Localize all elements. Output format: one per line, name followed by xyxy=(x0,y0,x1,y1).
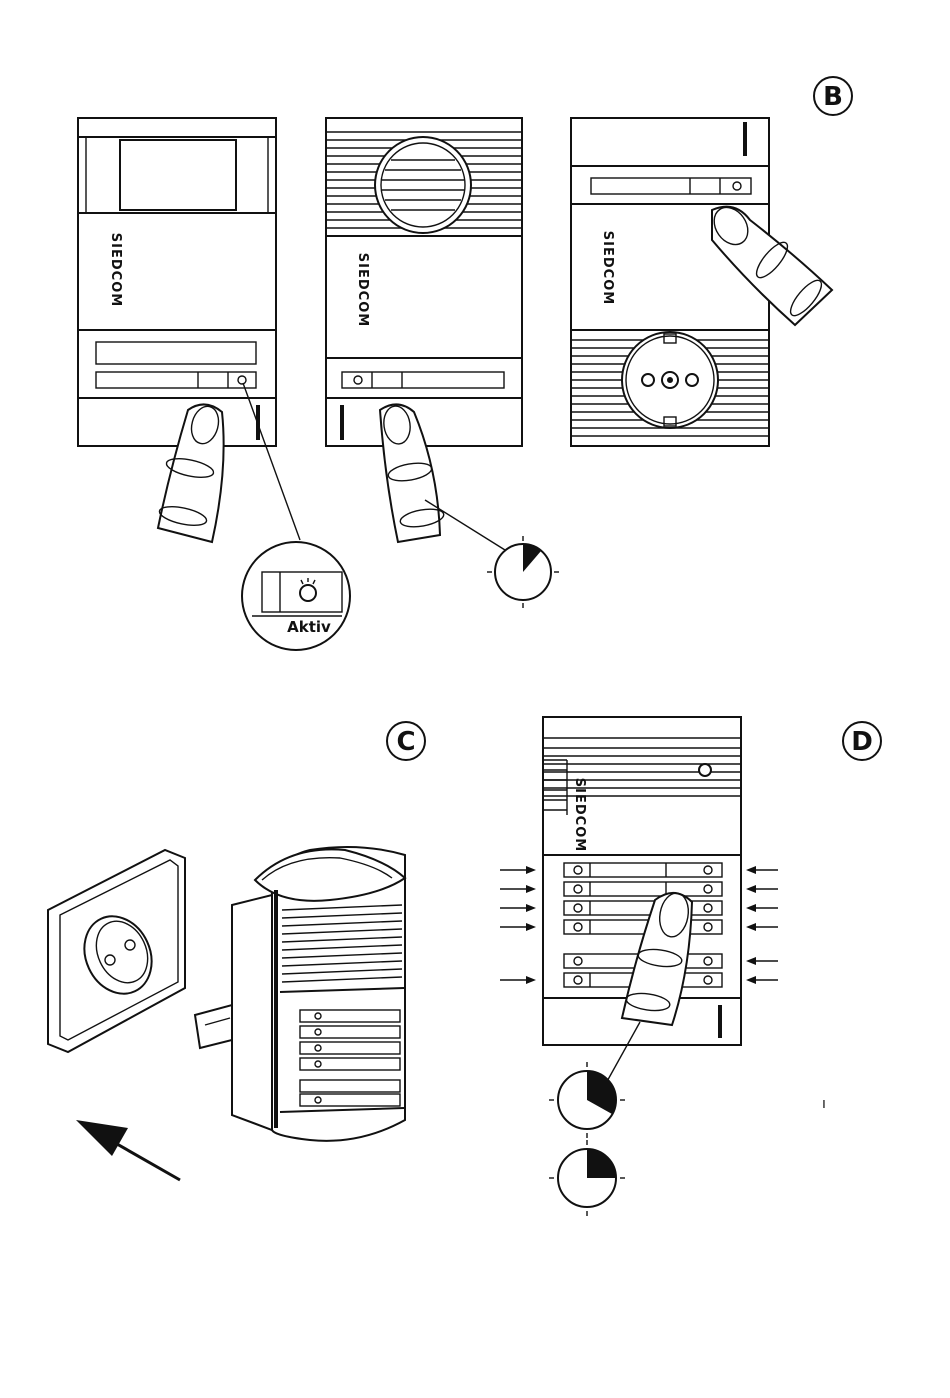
section-d-letter: D xyxy=(851,727,873,757)
section-d-label: D xyxy=(843,722,881,760)
section-c-label: C xyxy=(387,722,425,760)
timer-dial-b xyxy=(487,536,559,608)
aktiv-label: Aktiv xyxy=(287,618,331,636)
plugin-device-3d xyxy=(195,847,405,1141)
section-b-label: B xyxy=(814,77,852,115)
device-2-brand: SIEDCOM xyxy=(355,253,370,327)
device-d-brand: SIEDCOM xyxy=(572,778,587,852)
section-c-letter: C xyxy=(396,727,415,757)
callout-line-1 xyxy=(243,383,300,540)
right-arrows xyxy=(746,866,778,984)
device-1-brand: SIEDCOM xyxy=(108,233,123,307)
timer-dial-d2 xyxy=(549,1140,625,1216)
device-3-brand: SIEDCOM xyxy=(600,231,615,305)
left-arrows xyxy=(500,866,536,984)
callout-line-4 xyxy=(605,1022,640,1085)
device-2: SIEDCOM xyxy=(326,118,522,446)
stray-mark: ı xyxy=(822,1096,826,1112)
finger-2 xyxy=(380,404,445,542)
section-b-letter: B xyxy=(823,82,843,112)
timer-dial-d1 xyxy=(549,1062,625,1138)
aktiv-zoom: Aktiv xyxy=(242,542,350,650)
device-3: SIEDCOM xyxy=(571,118,769,446)
finger-4 xyxy=(622,891,692,1025)
insertion-arrow xyxy=(76,1120,180,1180)
device-1: SIEDCOM xyxy=(78,118,276,446)
finger-1 xyxy=(158,403,224,542)
wall-socket xyxy=(48,850,185,1052)
